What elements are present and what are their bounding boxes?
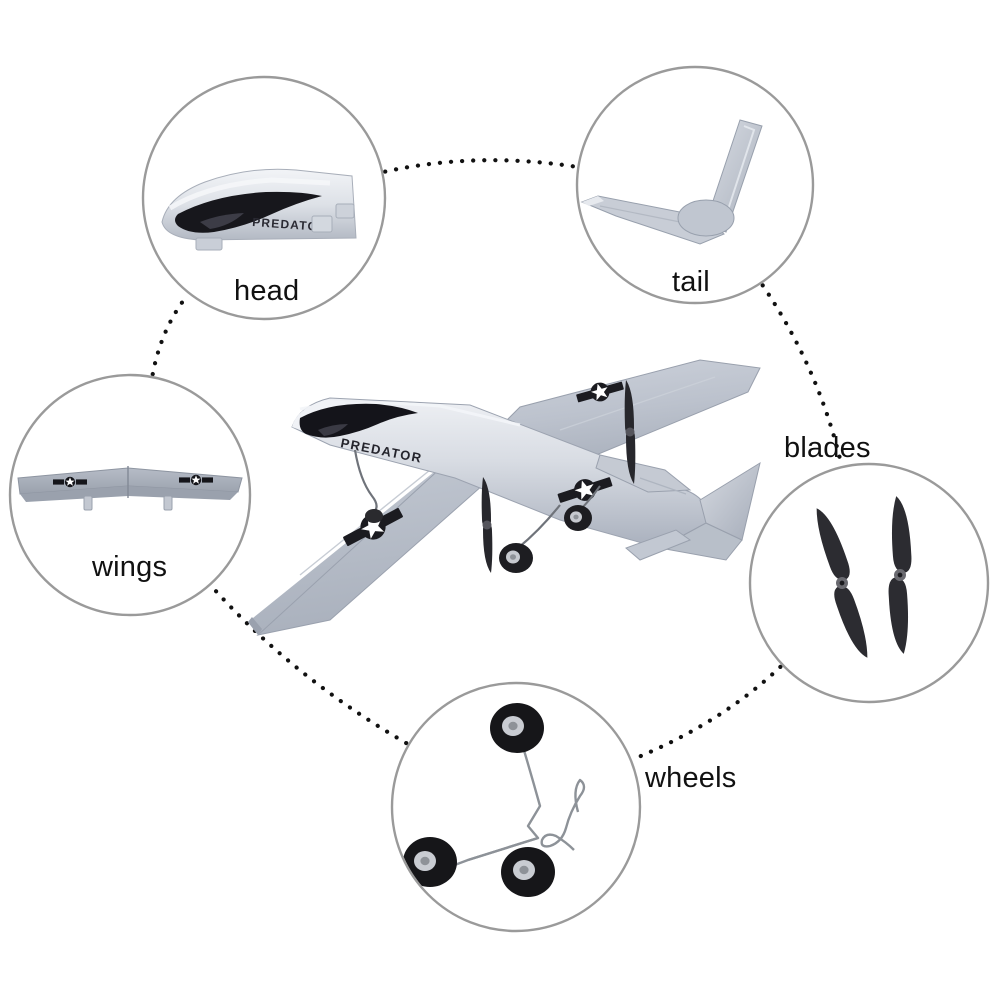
aircraft-landing-gear (353, 449, 601, 573)
callout-circle-wheels[interactable] (390, 681, 642, 933)
roundel-marking (343, 381, 624, 547)
aircraft-group: PREDATOR (248, 359, 761, 636)
connector-wings-to-head (150, 293, 190, 377)
callout-label-wheels: wheels (645, 762, 737, 794)
callout-content-blades (816, 496, 912, 658)
callout-content-wings (17, 466, 243, 511)
aircraft-propeller (481, 380, 636, 573)
callout-circle-tail[interactable] (575, 65, 815, 305)
callout-circle-head[interactable] (141, 75, 387, 321)
wheel-item (490, 703, 544, 753)
svg-text:PREDATOR: PREDATOR (252, 215, 329, 234)
callout-label-wings: wings (92, 551, 168, 583)
connector-head-to-tail (383, 158, 578, 174)
connector-wheels-to-wings (209, 584, 409, 746)
callout-circle-wings[interactable] (8, 373, 252, 617)
callout-content-tail (580, 119, 763, 245)
callout-label-head: head (234, 275, 300, 307)
callout-content-wheels (403, 703, 586, 897)
wheel-item (501, 847, 555, 897)
callout-circle-blades[interactable] (748, 462, 990, 704)
connector-tail-to-blades (760, 283, 844, 467)
callout-content-head: PREDATOR (161, 168, 357, 251)
callout-label-tail: tail (672, 266, 710, 298)
callout-label-blades: blades (784, 432, 871, 464)
aircraft-tail-assembly (625, 461, 761, 561)
wheel-item (403, 837, 457, 887)
